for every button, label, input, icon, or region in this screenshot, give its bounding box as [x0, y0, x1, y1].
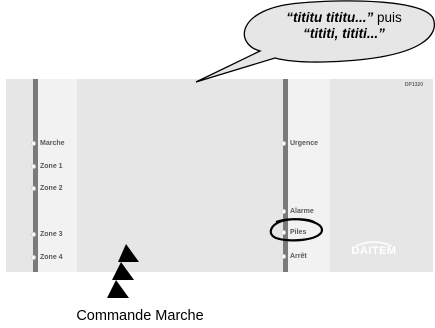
- indicator-arret: Arrêt: [281, 250, 307, 262]
- left-rail: [33, 79, 38, 272]
- indicator-label: Marche: [40, 139, 65, 147]
- press-arrows: [107, 244, 139, 298]
- indicator-zone-1: Zone 1: [31, 160, 63, 172]
- indicator-dot: [31, 231, 36, 237]
- indicator-label: Zone 1: [40, 162, 63, 170]
- caption: Commande Marche: [76, 308, 204, 324]
- arrow-up-icon: [118, 244, 139, 262]
- indicator-dot: [281, 253, 286, 259]
- indicator-dot: [281, 229, 286, 235]
- indicator-dot: [281, 208, 286, 214]
- indicator-dot: [31, 185, 36, 191]
- indicator-label: Alarme: [290, 207, 314, 215]
- indicator-label: Zone 4: [40, 253, 63, 261]
- indicator-label: Zone 2: [40, 184, 63, 192]
- arrow-up-icon: [107, 280, 129, 298]
- daitem-logo: DAITEM: [351, 241, 396, 257]
- indicator-zone-2: Zone 2: [31, 182, 63, 194]
- bubble-suffix: puis: [373, 10, 402, 25]
- left-label-strip: [33, 79, 77, 272]
- indicator-piles: Piles: [281, 226, 306, 238]
- indicator-urgence: Urgence: [281, 137, 318, 149]
- logo-text: DAITEM: [351, 245, 396, 257]
- bubble-line-1: “tititu tititu...” puis: [258, 10, 430, 26]
- arrow-up-icon: [112, 262, 134, 280]
- indicator-dot: [31, 163, 36, 169]
- indicator-marche: Marche: [31, 137, 65, 149]
- indicator-label: Arrêt: [290, 252, 307, 260]
- keypad-panel: DP1320 Marche Zone 1 Zone 2 Zone 3 Zone …: [6, 79, 433, 272]
- indicator-label: Zone 3: [40, 230, 63, 238]
- indicator-dot: [31, 254, 36, 260]
- indicator-label: Urgence: [290, 139, 319, 147]
- bubble-line-2: “tititi, tititi...”: [258, 26, 430, 42]
- bubble-text: “tititu tititu...” puis “tititi, tititi.…: [258, 10, 430, 42]
- indicator-zone-4: Zone 4: [31, 251, 63, 263]
- indicator-alarme: Alarme: [281, 205, 314, 217]
- right-rail: [283, 79, 288, 272]
- bubble-quote-2: “tititi, tititi...”: [303, 26, 385, 41]
- piles-highlight-circle: [269, 218, 324, 242]
- indicator-label: Piles: [290, 228, 307, 236]
- indicator-dot: [31, 140, 36, 146]
- bubble-quote-1: “tititu tititu...”: [286, 10, 374, 25]
- indicator-zone-3: Zone 3: [31, 228, 63, 240]
- indicator-dot: [281, 140, 286, 146]
- panel-reference: DP1320: [404, 82, 423, 88]
- logo-arc: [355, 241, 393, 247]
